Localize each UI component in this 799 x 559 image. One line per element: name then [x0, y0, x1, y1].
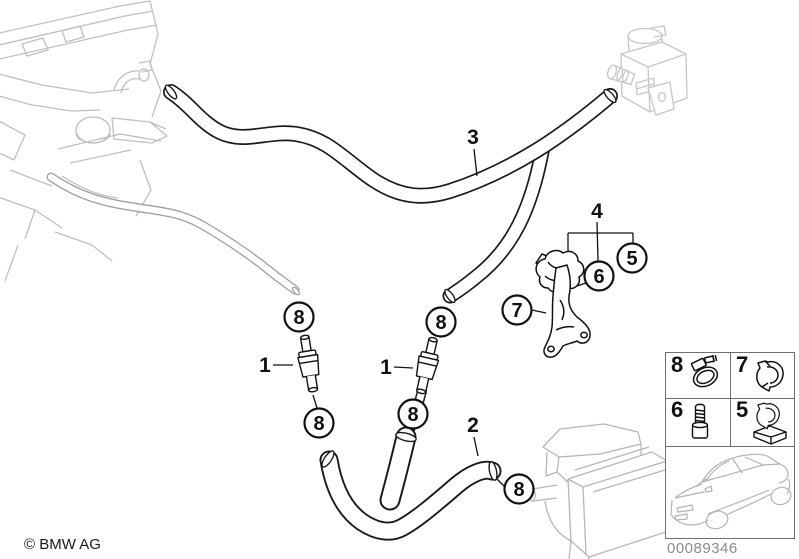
- holder-clip-icon: [753, 402, 787, 445]
- legend-cell-5: 5: [731, 397, 794, 446]
- callout-number: 7: [511, 300, 522, 322]
- legend-number: 8: [671, 352, 684, 377]
- legend-cell-8: 8: [666, 352, 731, 398]
- engine-sketch: [0, 0, 168, 282]
- part-labels: 1 1 2 3 4: [259, 126, 603, 437]
- label-check-valve-right[interactable]: 1: [380, 356, 392, 379]
- callout-8-gray-hose-clamp[interactable]: 8: [283, 301, 315, 333]
- callout-8-hose2-clamp[interactable]: 8: [503, 473, 535, 505]
- legend-number: 6: [671, 397, 684, 422]
- water-valve-sketch: [606, 25, 688, 116]
- callouts: 8 8 8 8 8 7 6 5: [283, 242, 648, 505]
- legend-cell-7: 7: [731, 352, 794, 398]
- legend-table: 8 7: [665, 352, 795, 539]
- legend-number: 5: [736, 397, 749, 422]
- hose2: [319, 450, 502, 541]
- callout-number: 8: [513, 479, 524, 501]
- callout-8-left-lower-clamp[interactable]: 8: [303, 407, 335, 439]
- callout-number: 6: [593, 266, 604, 288]
- heater-unit-sketch: [528, 423, 670, 559]
- label-bracket-group[interactable]: 4: [591, 200, 603, 223]
- legend-row-1: 8 7: [666, 352, 794, 399]
- callout-7-bracket[interactable]: 7: [501, 294, 533, 326]
- callout-5-clip[interactable]: 5: [616, 242, 648, 274]
- callout-8-right-lower-clamp[interactable]: 8: [397, 398, 429, 430]
- callout-number: 8: [435, 312, 446, 334]
- car-sketch: [670, 453, 792, 530]
- callout-6-screw[interactable]: 6: [583, 260, 615, 292]
- check-valve-left: [297, 334, 320, 393]
- diagram-part-number: 00089346: [667, 540, 738, 557]
- spring-clip-icon: [756, 359, 784, 392]
- callout-number: 8: [407, 404, 418, 426]
- hose2-stub-arm: [379, 426, 417, 511]
- label-check-valve-left[interactable]: 1: [259, 354, 271, 377]
- label-hose2[interactable]: 2: [467, 414, 479, 437]
- callout-number: 5: [626, 248, 637, 270]
- label-hose3[interactable]: 3: [467, 126, 479, 149]
- engine-supply-hose: [46, 172, 300, 296]
- callout-8-branch-clamp[interactable]: 8: [425, 306, 457, 338]
- callout-number: 8: [313, 413, 324, 435]
- callout-number: 8: [293, 307, 304, 329]
- hose3-branch: [442, 144, 550, 304]
- legend-cell-6: 6: [666, 397, 731, 446]
- hose-clamp-icon: [690, 354, 719, 387]
- copyright-text: © BMW AG: [24, 536, 101, 553]
- legend-car-box: [666, 446, 794, 538]
- legend-row-2: 6 5: [666, 397, 794, 447]
- holding-bracket: [535, 249, 591, 358]
- leader-lines: [273, 148, 634, 488]
- check-valve-right: [415, 336, 440, 395]
- legend-number: 7: [736, 352, 749, 377]
- screw-icon: [691, 403, 709, 439]
- hose3: [163, 84, 618, 304]
